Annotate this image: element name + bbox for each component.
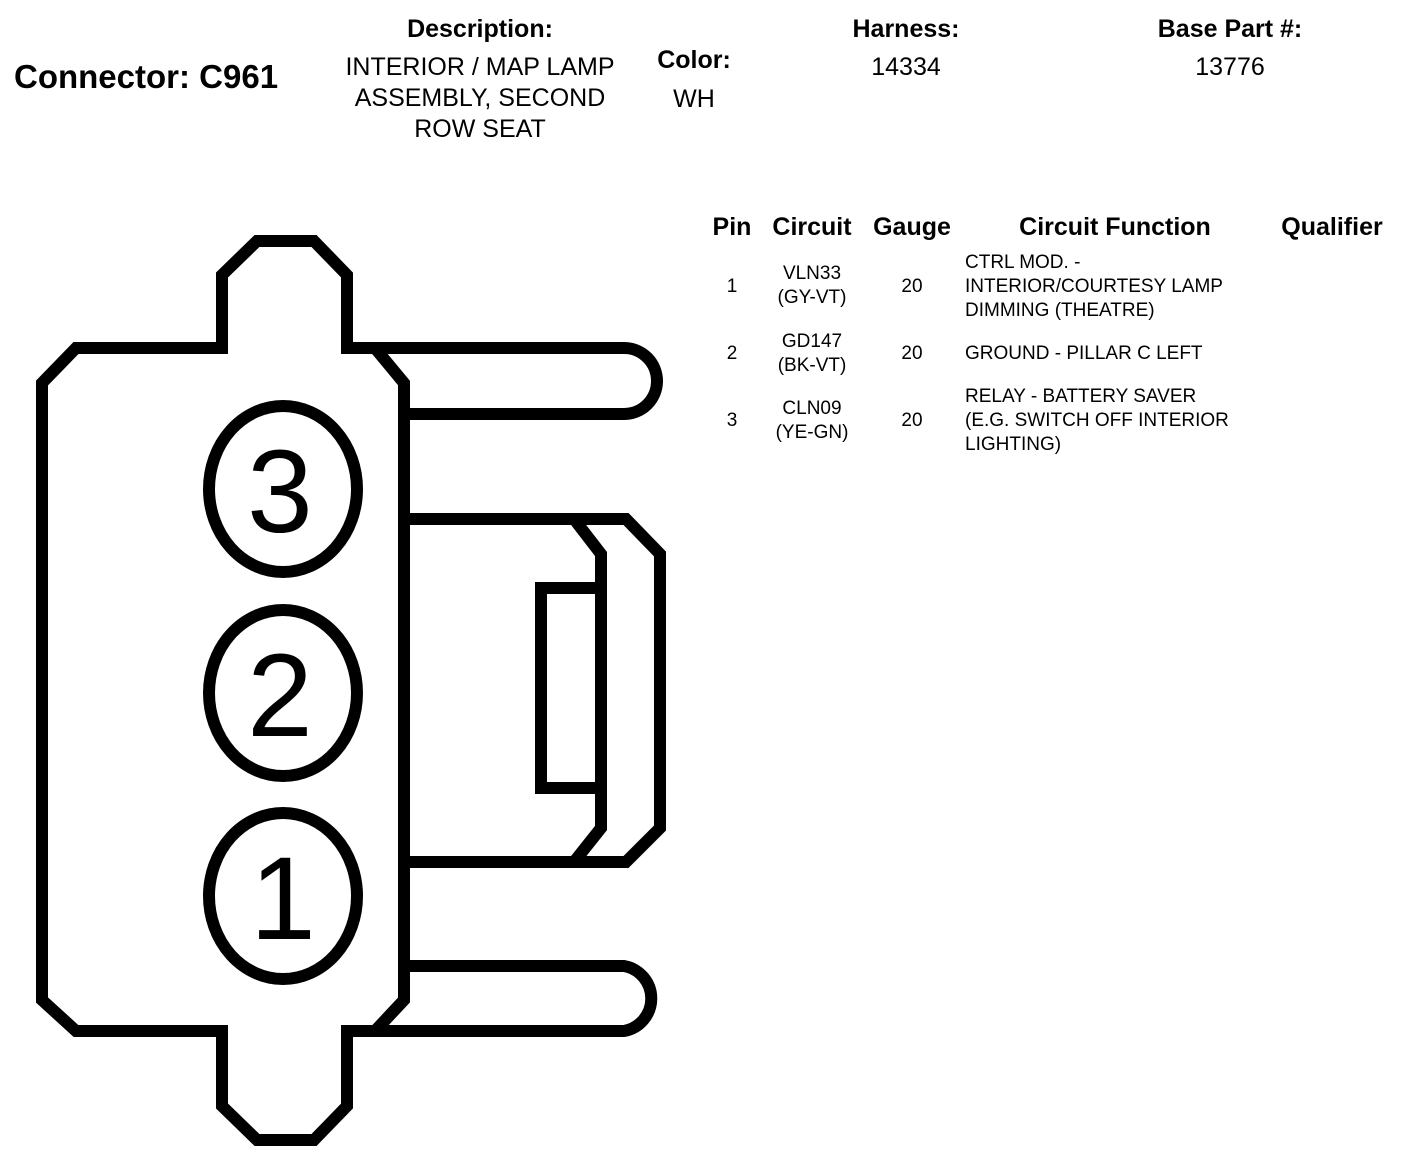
circuit-color: (YE-GN) <box>775 422 849 443</box>
circuit-color: (GY-VT) <box>777 287 847 308</box>
function-line: INTERIOR/COURTESY LAMP <box>965 276 1223 297</box>
gauge-cell: 20 <box>901 276 923 297</box>
col-header-pin: Pin <box>712 213 752 241</box>
side-lock-slot <box>535 582 601 794</box>
description-line: INTERIOR / MAP LAMP <box>345 53 615 81</box>
circuit-code: VLN33 <box>782 263 842 284</box>
pin-cell: 1 <box>726 276 738 297</box>
harness-label: Harness: <box>852 15 960 43</box>
col-header-function: Circuit Function <box>1019 213 1211 241</box>
color-label: Color: <box>657 46 731 74</box>
upper-latch-tab <box>375 342 663 420</box>
base-part-label: Base Part #: <box>1157 15 1303 43</box>
circuit-cell: GD147 (BK-VT) <box>752 330 872 378</box>
pin-1-label: 1 <box>250 833 316 965</box>
function-cell: RELAY - BATTERY SAVER (E.G. SWITCH OFF I… <box>965 385 1285 457</box>
description-line: ROW SEAT <box>414 115 546 143</box>
connector-title: Connector: C961 <box>14 58 279 95</box>
gauge-cell: 20 <box>901 410 923 431</box>
function-line: LIGHTING) <box>965 434 1062 455</box>
lower-latch-tab <box>375 960 658 1037</box>
circuit-code: GD147 <box>781 331 843 352</box>
description-line: ASSEMBLY, SECOND <box>354 84 606 112</box>
col-header-qualifier: Qualifier <box>1281 213 1383 241</box>
circuit-cell: VLN33 (GY-VT) <box>752 262 872 310</box>
description-value: INTERIOR / MAP LAMP ASSEMBLY, SECOND ROW… <box>320 52 640 145</box>
pin-1-circle <box>203 807 363 985</box>
gauge-cell: 20 <box>901 343 923 364</box>
function-line: DIMMING (THEATRE) <box>965 300 1155 321</box>
side-lock-inner <box>569 515 607 866</box>
circuit-color: (BK-VT) <box>777 355 847 376</box>
color-value: WH <box>673 85 715 113</box>
function-line: (E.G. SWITCH OFF INTERIOR <box>965 410 1229 431</box>
pin-cell: 2 <box>726 343 738 364</box>
col-header-gauge: Gauge <box>873 213 951 241</box>
harness-value: 14334 <box>871 53 941 81</box>
base-part-value: 13776 <box>1195 53 1265 81</box>
function-cell: GROUND - PILLAR C LEFT <box>965 342 1285 366</box>
function-line: CTRL MOD. - <box>965 252 1081 273</box>
pin-cell: 3 <box>726 410 738 431</box>
function-line: RELAY - BATTERY SAVER <box>965 386 1197 407</box>
col-header-circuit: Circuit <box>772 213 852 241</box>
connector-housing-outline <box>36 235 410 1146</box>
pin-3-label: 3 <box>247 426 313 558</box>
description-label: Description: <box>407 15 553 43</box>
side-lock-outer <box>404 513 666 868</box>
pin-2-label: 2 <box>247 630 313 762</box>
circuit-cell: CLN09 (YE-GN) <box>752 397 872 445</box>
pin-2-circle <box>203 604 363 782</box>
function-line: GROUND - PILLAR C LEFT <box>965 343 1203 364</box>
pin-3-circle <box>203 400 363 578</box>
circuit-code: CLN09 <box>782 398 842 419</box>
function-cell: CTRL MOD. - INTERIOR/COURTESY LAMP DIMMI… <box>965 251 1285 323</box>
